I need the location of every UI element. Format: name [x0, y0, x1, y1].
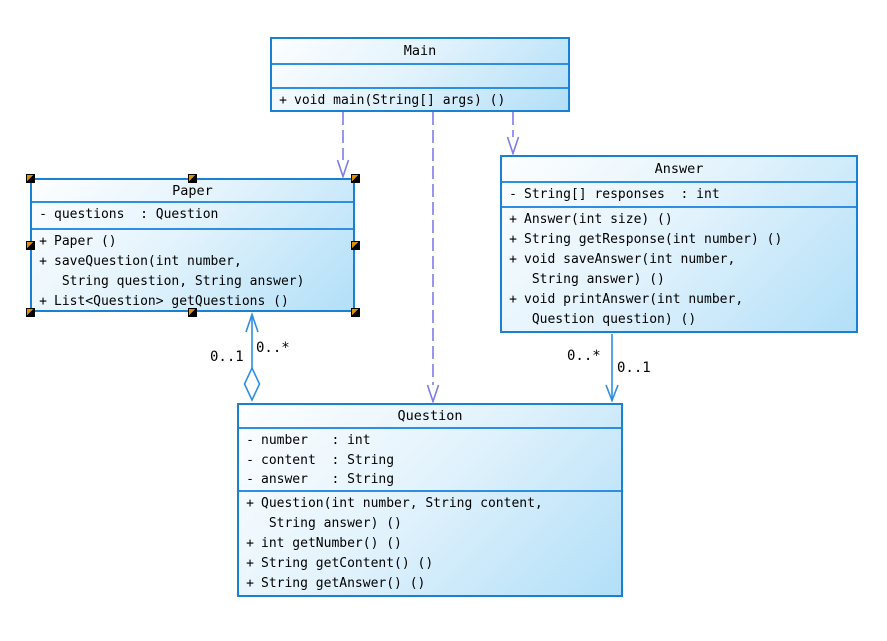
visibility-sign: - — [246, 472, 254, 487]
selection-handle-e[interactable] — [351, 241, 360, 250]
method-line: + int getNumber() () — [239, 534, 621, 554]
visibility-sign — [239, 514, 261, 534]
member-text: number : int — [261, 433, 371, 448]
method-line: String answer) () — [502, 270, 856, 290]
visibility-sign: + — [509, 232, 517, 247]
member-text: int getNumber() () — [261, 536, 402, 551]
selection-handle-se[interactable] — [351, 308, 360, 317]
selection-handle-n[interactable] — [188, 174, 197, 183]
multiplicity-label-question-end: 0..* — [256, 340, 290, 356]
method-line: + void saveAnswer(int number, — [502, 250, 856, 270]
class-box-main[interactable]: Main + void main(String[] args) () — [270, 37, 570, 112]
visibility-sign: + — [509, 252, 517, 267]
method-line: + Paper () — [32, 232, 353, 252]
visibility-sign: - — [39, 207, 47, 222]
attribute-line: -content : String — [239, 451, 621, 471]
method-line: + void printAnswer(int number, — [502, 290, 856, 310]
method-line: + Answer(int size) () — [502, 210, 856, 230]
visibility-sign: + — [509, 292, 517, 307]
multiplicity-label-answer-end: 0..* — [567, 348, 601, 364]
visibility-sign: + — [246, 576, 254, 591]
class-box-paper[interactable]: Paper -questions : Question + Paper () + s… — [30, 178, 355, 312]
member-text: void printAnswer(int number, — [524, 292, 744, 307]
dependency-arrow-main-answer[interactable] — [506, 112, 520, 157]
dependency-arrow-main-question[interactable] — [426, 112, 440, 405]
dependency-arrow-main-paper[interactable] — [336, 112, 350, 180]
visibility-sign: - — [246, 433, 254, 448]
method-line: String answer) () — [239, 514, 621, 534]
member-text: Question(int number, String content, — [261, 496, 543, 511]
visibility-sign: + — [246, 556, 254, 571]
selection-handle-s[interactable] — [188, 308, 197, 317]
class-attributes-compartment: -number : int -content : String -answer … — [239, 429, 621, 492]
member-text: String getAnswer() () — [261, 576, 426, 591]
selection-handle-nw[interactable] — [26, 174, 35, 183]
method-line: Question question) () — [502, 310, 856, 330]
class-title: Paper — [32, 180, 353, 203]
member-text: String[] responses : int — [524, 187, 720, 202]
visibility-sign: + — [509, 212, 517, 227]
attribute-line: -questions : Question — [32, 205, 353, 225]
multiplicity-label-paper-end: 0..1 — [210, 349, 244, 365]
visibility-sign: + — [279, 93, 287, 108]
method-line: String question, String answer) — [32, 272, 353, 292]
visibility-sign — [502, 310, 524, 330]
class-methods-compartment: + Answer(int size) () + String getResponse… — [502, 208, 856, 331]
visibility-sign: + — [246, 496, 254, 511]
visibility-sign: - — [246, 452, 254, 468]
member-text: saveQuestion(int number, — [54, 254, 242, 269]
member-text: Paper () — [54, 234, 117, 249]
class-methods-compartment: + Question(int number, String content, St… — [239, 492, 621, 595]
method-line: + Question(int number, String content, — [239, 494, 621, 514]
method-line: + List<Question> getQuestions () — [32, 292, 353, 312]
member-text: questions : Question — [54, 207, 219, 222]
member-text: void saveAnswer(int number, — [524, 252, 736, 267]
selection-handle-sw[interactable] — [26, 308, 35, 317]
member-text: Question question) () — [524, 312, 697, 327]
attribute-line: -number : int — [239, 431, 621, 451]
class-attributes-compartment: -questions : Question — [32, 203, 353, 230]
member-text: String answer) () — [261, 516, 402, 531]
visibility-sign: + — [39, 234, 47, 249]
visibility-sign: + — [246, 536, 254, 551]
class-box-answer[interactable]: Answer -String[] responses : int + Answer… — [500, 155, 858, 333]
visibility-sign — [32, 272, 54, 292]
member-text: String getResponse(int number) () — [524, 232, 783, 247]
class-methods-compartment: + void main(String[] args) () — [272, 89, 568, 111]
visibility-sign: + — [39, 254, 47, 269]
aggregation-line-paper-question[interactable] — [243, 312, 261, 402]
selection-handle-ne[interactable] — [351, 174, 360, 183]
visibility-sign: + — [39, 294, 47, 309]
visibility-sign: - — [509, 187, 517, 202]
class-title: Answer — [502, 157, 856, 183]
member-text: answer : String — [261, 472, 395, 487]
method-line: + saveQuestion(int number, — [32, 252, 353, 272]
method-line: + String getResponse(int number) () — [502, 230, 856, 250]
member-text: String question, String answer) — [54, 274, 305, 289]
member-text: Answer(int size) () — [524, 212, 673, 227]
member-text: String answer) () — [524, 272, 665, 287]
attribute-line: -String[] responses : int — [502, 185, 856, 205]
class-box-question[interactable]: Question -number : int -content : String… — [237, 403, 623, 597]
aggregation-diamond — [243, 366, 261, 402]
visibility-sign — [502, 270, 524, 290]
method-line: + String getContent() () — [239, 554, 621, 574]
member-text: void main(String[] args) () — [294, 93, 506, 108]
class-title: Main — [272, 39, 568, 65]
selection-handle-w[interactable] — [26, 241, 35, 250]
member-text: String getContent() () — [261, 556, 434, 571]
attribute-line: -answer : String — [239, 470, 621, 490]
member-text: List<Question> getQuestions () — [54, 294, 289, 309]
class-attributes-compartment — [272, 65, 568, 89]
class-title: Question — [239, 405, 621, 429]
member-text: content : String — [261, 452, 395, 468]
class-methods-compartment: + Paper () + saveQuestion(int number, Stri… — [32, 230, 353, 312]
class-attributes-compartment: -String[] responses : int — [502, 183, 856, 208]
method-line: + void main(String[] args) () — [272, 91, 568, 111]
multiplicity-label-question-end: 0..1 — [617, 360, 651, 376]
method-line: + String getAnswer() () — [239, 574, 621, 594]
